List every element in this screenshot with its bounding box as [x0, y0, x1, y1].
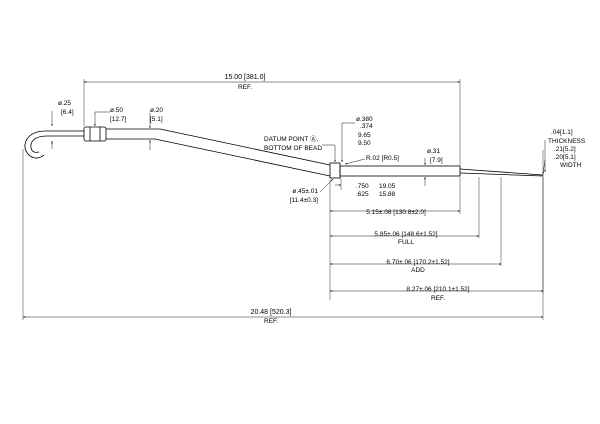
- blade-width-value2: .20[5.1]: [554, 154, 576, 161]
- blade-width-label: WIDTH: [560, 162, 582, 169]
- datum-dia-sub: .374: [360, 123, 373, 130]
- datum-dia-metric1: 9.65: [358, 132, 371, 139]
- dimension-lines: [23, 81, 546, 318]
- dim-5-85: 5.85±.06 [148.6±1.52]: [374, 231, 437, 238]
- dim-5-15: 5.15±.08 [130.8±2.0]: [366, 209, 426, 216]
- datum-dia-value: ø.380: [356, 116, 373, 123]
- bead-len-metric-upper: 19.05: [379, 183, 396, 190]
- tube-dia-value: ø.20: [150, 107, 163, 114]
- dimension-labels: 15.00 [381.0] REF. ø.25 [6.4] ø.50 [12.7…: [58, 74, 586, 325]
- dim-5-85-sub: FULL: [398, 239, 414, 246]
- datum-line2: BOTTOM OF BEAD: [264, 145, 322, 152]
- bead-od-value: ø.45±.01: [292, 188, 318, 195]
- blade-width-value1: .21[5.2]: [554, 146, 576, 153]
- total-ref-note: REF.: [264, 318, 278, 325]
- bead-dia-metric: [12.7]: [110, 116, 126, 123]
- bead-od-metric: [11.4±0.3]: [290, 197, 319, 204]
- dim-8-27-sub: REF.: [431, 295, 445, 302]
- bead-dia-value: ø.50: [110, 107, 123, 114]
- datum-bead: [329, 162, 341, 179]
- blade-thickness-label: THICKNESS: [548, 138, 586, 145]
- blade: [459, 168, 544, 177]
- datum-line1: DATUM POINT Ⓐ,: [264, 135, 318, 143]
- bead-len-metric-lower: 15.88: [379, 191, 396, 198]
- sleeve-dia-metric: [7.9]: [430, 157, 443, 164]
- tube-dia-metric: [5.1]: [150, 116, 163, 123]
- sleeve: [339, 165, 461, 177]
- extension-lines: [22, 79, 544, 320]
- total-ref-value: 20.48 [520.3]: [251, 309, 292, 316]
- hook-dia-value: ø.25: [58, 100, 71, 107]
- dim-8-27: 8.27±.06 [210.1±1.52]: [406, 286, 469, 293]
- radius-label: R.02 [R0.5]: [366, 155, 399, 162]
- overall-ref-note: REF.: [238, 84, 252, 91]
- blade-thickness-value: .04[1.1]: [551, 129, 573, 136]
- overall-ref-value: 15.00 [381.0]: [225, 74, 266, 81]
- tube: [106, 128, 331, 166]
- bead-len-lower: .625: [356, 191, 369, 198]
- bead-len-upper: .750: [356, 183, 369, 190]
- handle-bead: [83, 126, 107, 142]
- datum-dia-metric2: 9.50: [358, 140, 371, 147]
- hook: [24, 130, 84, 159]
- dim-6-70: 6.70±.06 [170.2±1.52]: [386, 259, 449, 266]
- hook-dia-metric: [6.4]: [61, 109, 74, 116]
- dim-6-70-sub: ADD: [411, 267, 425, 274]
- sleeve-dia-value: ø.31: [427, 148, 440, 155]
- dipstick-part: [24, 126, 544, 179]
